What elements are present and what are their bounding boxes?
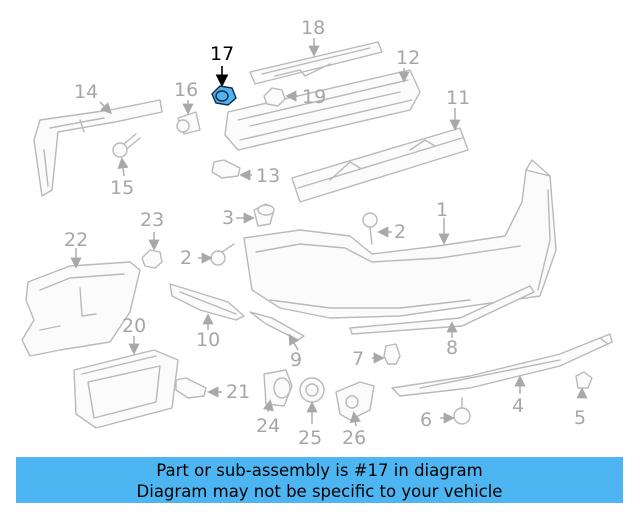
part-10-trim bbox=[169, 283, 245, 330]
callout-21: 21 bbox=[226, 381, 250, 403]
callout-20: 20 bbox=[122, 315, 146, 337]
part-23-nut bbox=[141, 232, 163, 269]
callout-13: 13 bbox=[256, 165, 280, 187]
part-11-absorber bbox=[291, 108, 469, 203]
callout-7: 7 bbox=[352, 348, 364, 370]
part-16-clip bbox=[176, 100, 201, 135]
part-20-module bbox=[73, 336, 179, 429]
part-22-bracket bbox=[21, 248, 141, 357]
callout-3: 3 bbox=[222, 207, 234, 229]
part-18-strip bbox=[249, 38, 383, 85]
part-3-grommet bbox=[236, 203, 275, 227]
part-2-screw-lower bbox=[198, 243, 235, 266]
part-17-nut-highlighted bbox=[211, 66, 237, 106]
part-25-ring bbox=[299, 377, 325, 424]
part-19-nut bbox=[263, 87, 298, 107]
part-26-bracket bbox=[335, 381, 375, 427]
callout-23: 23 bbox=[140, 209, 164, 231]
part-15-screw bbox=[112, 133, 141, 177]
callout-4: 4 bbox=[512, 395, 524, 417]
part-13-bolt bbox=[211, 159, 252, 181]
callout-8: 8 bbox=[446, 337, 458, 359]
callout-5: 5 bbox=[574, 407, 586, 429]
part-4-diffuser bbox=[391, 333, 613, 397]
callout-15: 15 bbox=[110, 177, 134, 199]
callout-24: 24 bbox=[256, 415, 280, 437]
callout-6: 6 bbox=[420, 409, 432, 431]
callout-1: 1 bbox=[436, 199, 448, 221]
part-6-screw bbox=[440, 397, 471, 425]
callout-25: 25 bbox=[298, 427, 322, 449]
callout-11: 11 bbox=[446, 87, 470, 109]
banner-line-1: Part or sub-assembly is #17 in diagram bbox=[156, 461, 483, 480]
callout-22: 22 bbox=[64, 229, 88, 251]
callout-19: 19 bbox=[302, 86, 326, 108]
part-1-bumper-cover bbox=[243, 159, 557, 319]
part-14-bracket bbox=[33, 99, 163, 197]
callout-26: 26 bbox=[342, 427, 366, 449]
callout-12: 12 bbox=[396, 47, 420, 69]
callout-2-lower: 2 bbox=[180, 247, 192, 269]
part-2-screw-upper bbox=[362, 212, 392, 245]
callout-18: 18 bbox=[301, 17, 325, 39]
part-9-trim bbox=[249, 311, 305, 351]
part-24-sensor bbox=[262, 369, 293, 413]
part-5-clip bbox=[575, 371, 593, 399]
callout-16: 16 bbox=[174, 79, 198, 101]
part-7-clip bbox=[372, 343, 401, 365]
part-8-strip bbox=[349, 285, 535, 338]
part-21-bolt bbox=[175, 377, 222, 399]
callout-9: 9 bbox=[290, 349, 302, 371]
part-12-beam bbox=[224, 68, 421, 151]
info-banner: Part or sub-assembly is #17 in diagram D… bbox=[16, 457, 623, 503]
callout-2-upper: 2 bbox=[394, 221, 406, 243]
callout-14: 14 bbox=[74, 81, 98, 103]
callout-10: 10 bbox=[196, 329, 220, 351]
callout-17: 17 bbox=[210, 43, 234, 65]
banner-line-2: Diagram may not be specific to your vehi… bbox=[136, 482, 503, 501]
